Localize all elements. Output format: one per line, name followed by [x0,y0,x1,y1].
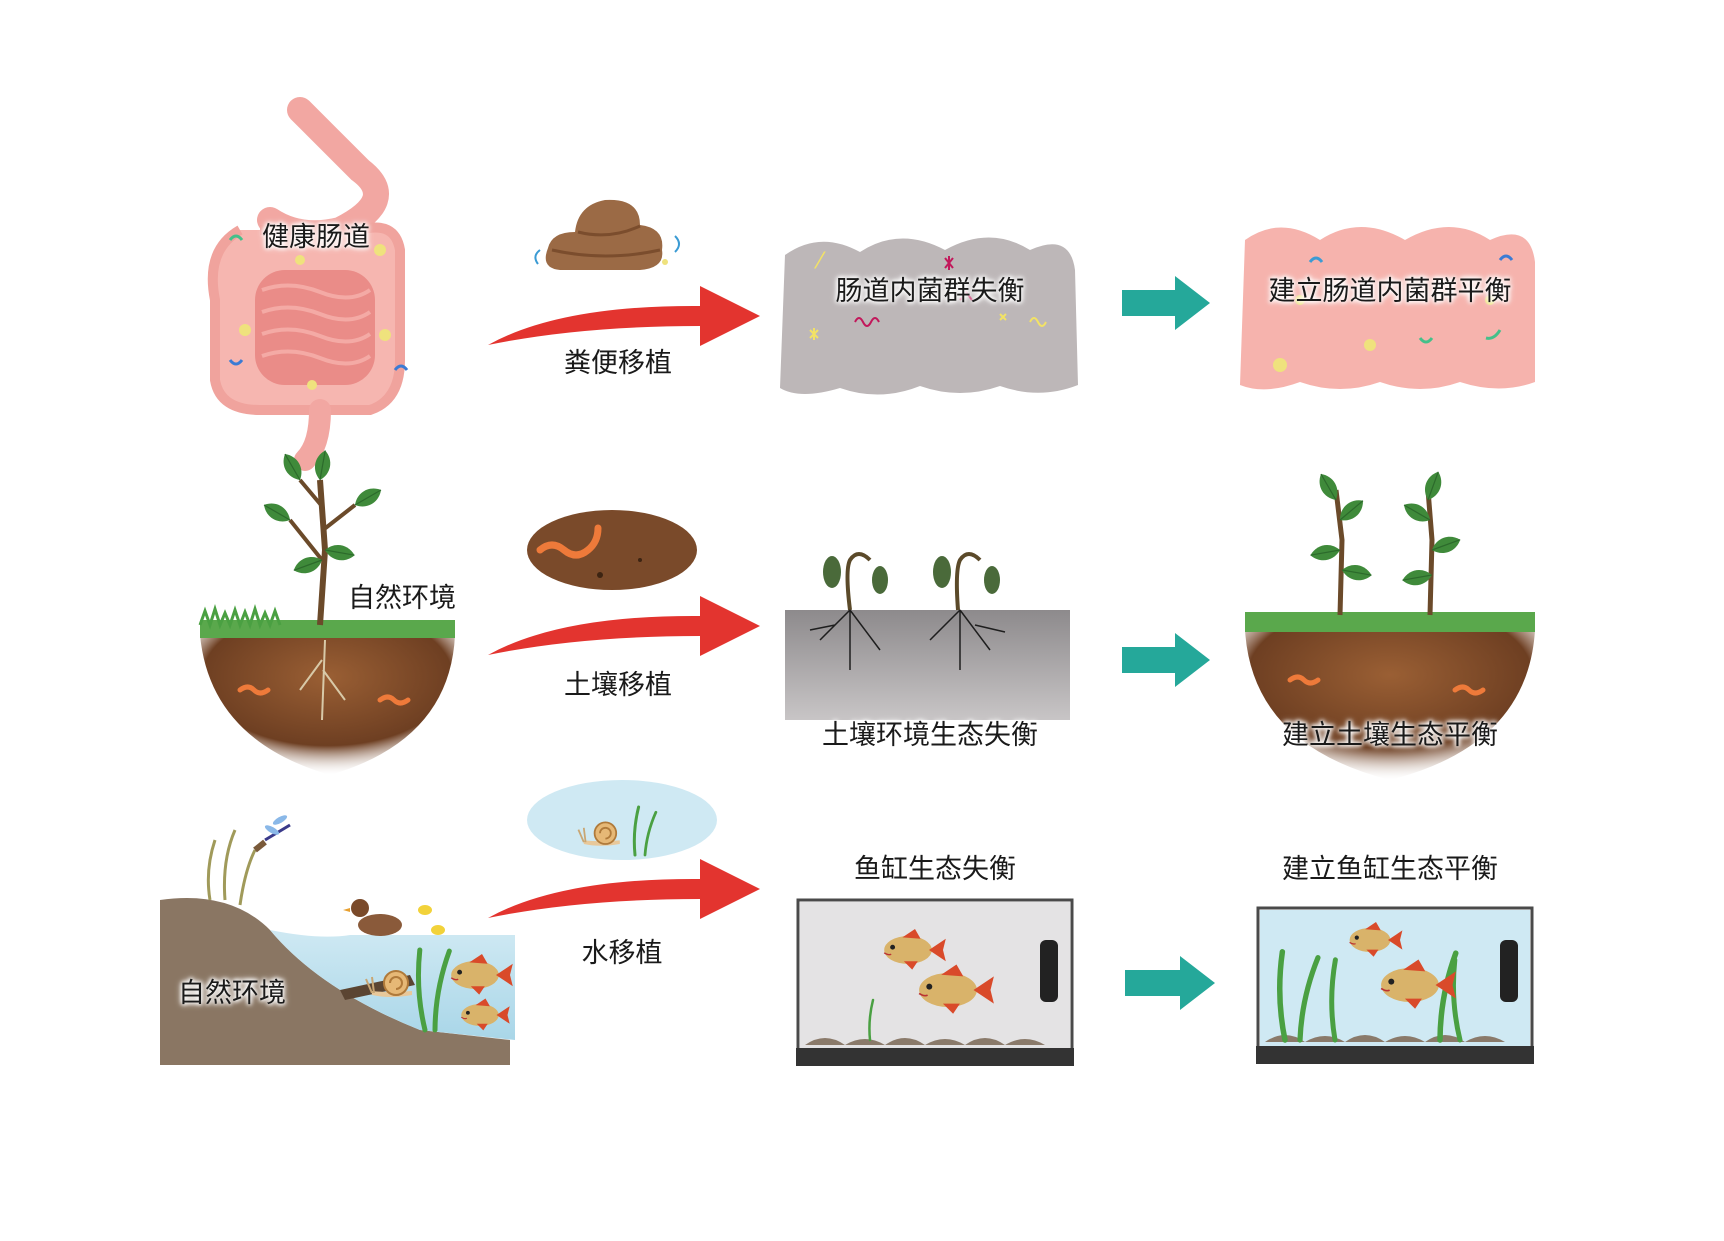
balanced-gut-illustration [1240,227,1535,390]
soil-imbalance-label: 土壤环境生态失衡 [822,720,1038,751]
result-arrow-1 [1122,276,1210,330]
natural-pond-illustration [160,815,515,1065]
stool-icon [534,199,680,270]
fecal-transplant-label: 粪便移植 [564,348,672,379]
healthy-gut-label: 健康肠道 [262,222,370,253]
transplant-arrow-1 [488,286,760,346]
natural-environment-water-label: 自然环境 [178,978,286,1009]
healthy-gut-illustration [207,97,409,471]
result-arrow-2 [1122,633,1210,687]
aquarium-balance-label: 建立鱼缸生态平衡 [1282,854,1498,885]
soil-balance-label: 建立土壤生态平衡 [1282,720,1498,751]
soil-sample-icon [527,510,697,590]
result-arrow-3 [1125,956,1215,1010]
balanced-aquarium-illustration [1256,906,1534,1064]
transplant-arrow-3 [488,859,760,919]
water-transplant-label: 水移植 [581,938,663,969]
imbalanced-gut-illustration: ⁄ [780,237,1078,395]
natural-environment-soil-label: 自然环境 [348,583,456,614]
soil-transplant-label: 土壤移植 [564,670,672,701]
aquarium-imbalance-label: 鱼缸生态失衡 [854,854,1016,885]
transplant-arrow-2 [488,596,760,656]
duck-icon [343,899,445,936]
natural-soil-illustration [198,448,455,775]
imbalanced-aquarium-illustration [796,898,1074,1066]
balanced-soil-illustration [1245,468,1535,780]
imbalanced-soil-illustration [785,552,1070,720]
gut-balance-label: 建立肠道内菌群平衡 [1268,276,1512,307]
dragonfly-icon [264,815,291,842]
water-sample-icon [527,780,717,860]
gut-imbalance-label: 肠道内菌群失衡 [835,276,1025,307]
